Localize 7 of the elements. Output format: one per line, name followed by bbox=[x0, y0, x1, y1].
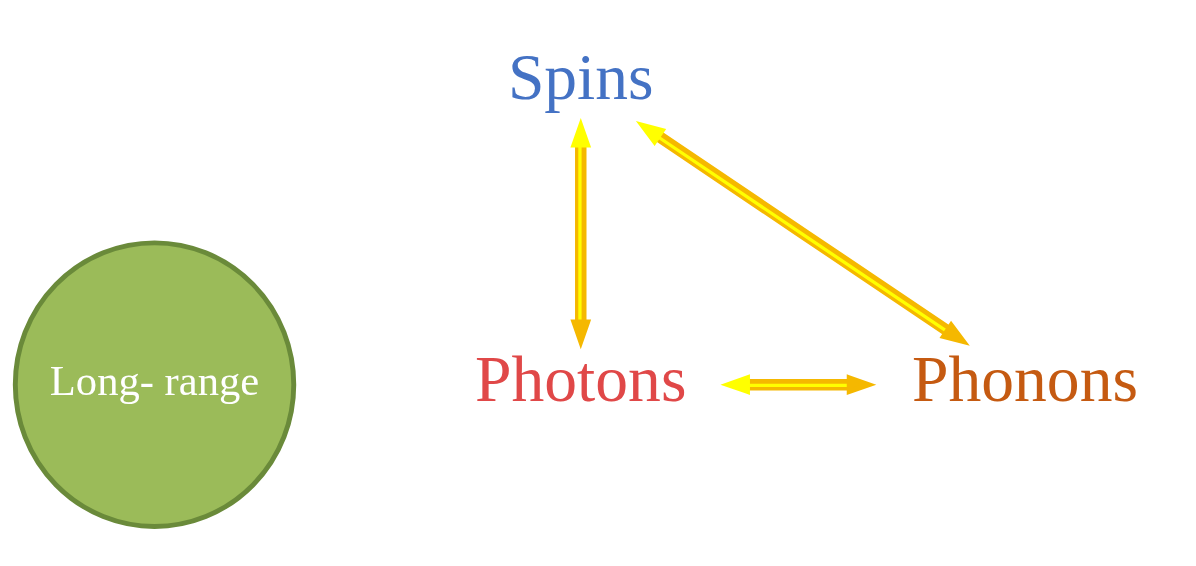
node-text: Photons bbox=[475, 343, 687, 416]
node-circle: Long- range bbox=[12, 240, 297, 529]
node-text: Phonons bbox=[912, 343, 1138, 416]
arrow bbox=[720, 374, 877, 395]
arrow bbox=[570, 118, 592, 350]
node-text: Spins bbox=[507, 40, 654, 113]
arrow bbox=[635, 120, 970, 346]
